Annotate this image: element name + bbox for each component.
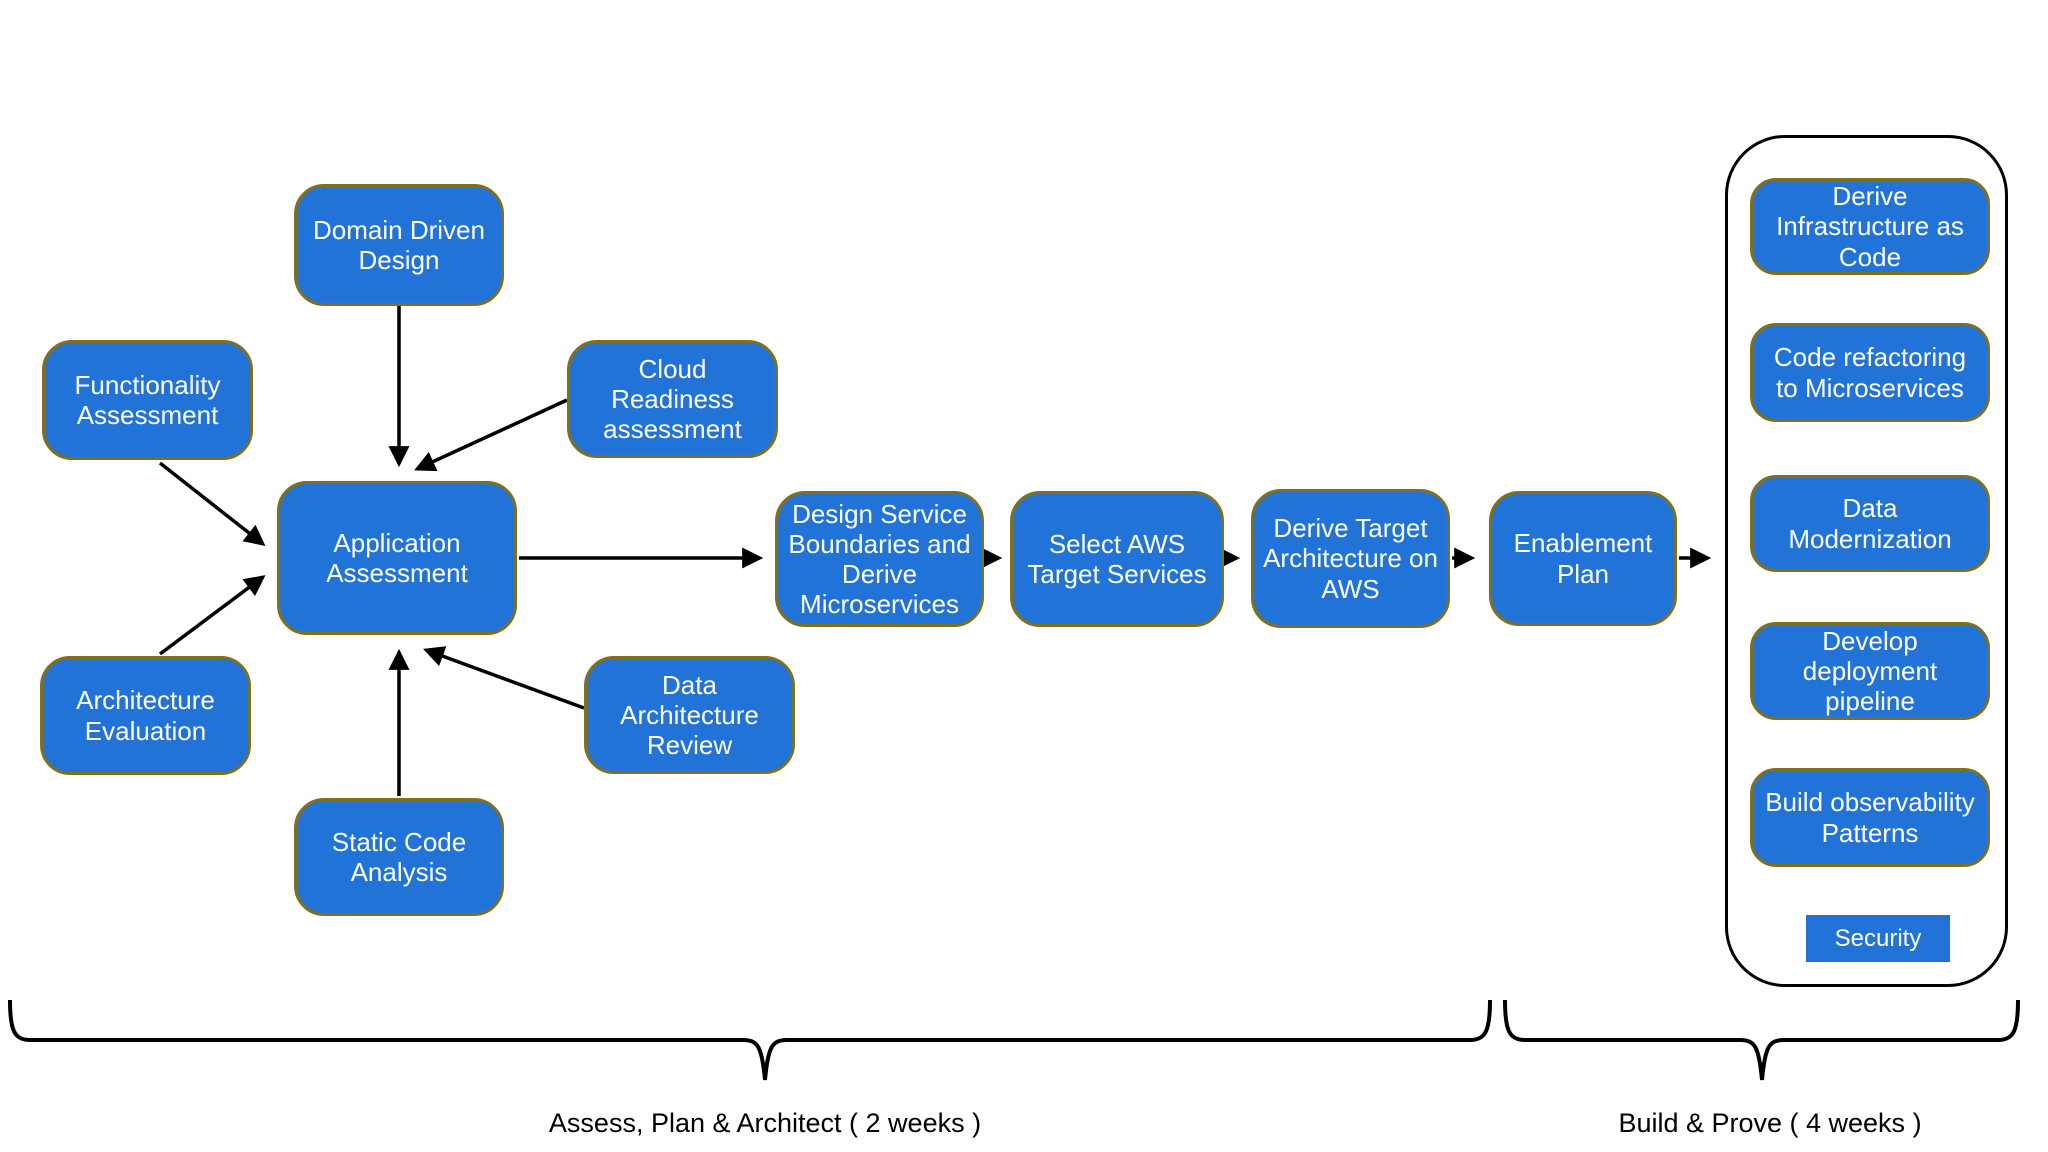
node-domain-driven-design: Domain Driven Design bbox=[294, 184, 504, 306]
arrow-data-architecture-review-to-application-assessment bbox=[423, 646, 585, 710]
arrow-functionality-assessment-to-application-assessment bbox=[158, 461, 266, 546]
node-architecture-evaluation: Architecture Evaluation bbox=[40, 656, 251, 775]
node-functionality-assessment: Functionality Assessment bbox=[42, 340, 253, 460]
node-data-modernization: Data Modernization bbox=[1750, 475, 1990, 572]
node-derive-infrastructure-as-code: Derive Infrastructure as Code bbox=[1750, 178, 1990, 275]
node-enablement-plan: Enablement Plan bbox=[1489, 491, 1677, 626]
phase-label-build-prove: Build & Prove ( 4 weeks ) bbox=[1618, 1108, 1922, 1138]
node-build-observability-patterns: Build observability Patterns bbox=[1750, 768, 1990, 867]
phase-label-assess-plan-architect: Assess, Plan & Architect ( 2 weeks ) bbox=[548, 1108, 982, 1138]
node-develop-deployment-pipeline: Develop deployment pipeline bbox=[1750, 622, 1990, 720]
build-prove-panel bbox=[1725, 135, 2008, 987]
arrow-architecture-evaluation-to-application-assessment bbox=[158, 575, 266, 656]
brace-assess-plan-architect bbox=[8, 999, 1492, 1081]
node-code-refactoring-to-microservices: Code refactoring to Microservices bbox=[1750, 323, 1990, 422]
brace-build-prove bbox=[1503, 999, 2020, 1081]
node-application-assessment: Application Assessment bbox=[277, 481, 517, 635]
node-data-architecture-review: Data Architecture Review bbox=[584, 656, 795, 774]
node-static-code-analysis: Static Code Analysis bbox=[294, 798, 504, 916]
node-derive-target-architecture-on-aws: Derive Target Architecture on AWS bbox=[1251, 489, 1450, 628]
node-design-service-boundaries: Design Service Boundaries and Derive Mic… bbox=[775, 491, 984, 627]
arrow-cloud-readiness-to-application-assessment bbox=[414, 398, 568, 472]
node-cloud-readiness-assessment: Cloud Readiness assessment bbox=[567, 340, 778, 458]
node-security: Security bbox=[1806, 915, 1950, 962]
node-select-aws-target-services: Select AWS Target Services bbox=[1010, 491, 1224, 627]
